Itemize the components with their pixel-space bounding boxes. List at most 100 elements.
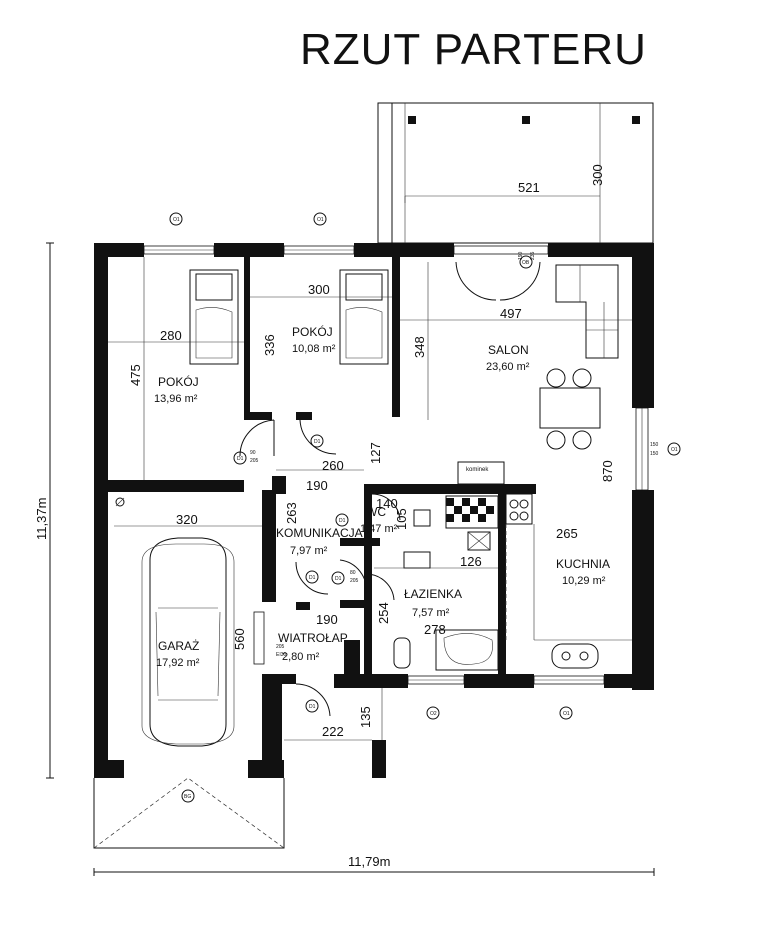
tag-d1-label: D1 xyxy=(309,704,316,710)
tag-d1-icon xyxy=(335,513,349,527)
plan-title: RZUT PARTERU xyxy=(300,25,647,74)
tag-o1-label: O1 xyxy=(317,217,324,223)
walls xyxy=(94,243,654,778)
tag-o1-icon xyxy=(559,706,573,720)
tag-d1-icon xyxy=(233,451,247,465)
room-name-kuchnia: KUCHNIA xyxy=(556,557,610,571)
tag-d1-label: D1 xyxy=(237,456,244,462)
dim-348: 348 xyxy=(412,336,427,358)
terrace-column xyxy=(408,116,416,124)
room-area-kuchnia: 10,29 m² xyxy=(562,575,606,587)
sofa xyxy=(555,264,619,359)
room-name-komunikacja: KOMUNIKACJA xyxy=(276,526,363,540)
room-area-pokoj2: 10,08 m² xyxy=(292,343,336,355)
tag-door-height: 205 xyxy=(276,644,285,650)
tag-o1-icon xyxy=(169,212,183,226)
bathroom-sink xyxy=(403,551,431,569)
dim-terrace-depth: 300 xyxy=(590,164,605,186)
room-area-komunikacja: 7,97 m² xyxy=(290,545,328,557)
tag-o1-label: O1 xyxy=(563,711,570,717)
room-area-garaz: 17,92 m² xyxy=(156,657,200,669)
dim-260: 260 xyxy=(322,458,344,473)
dim-263: 263 xyxy=(284,502,299,524)
terrace: 521 300 xyxy=(377,102,654,244)
room-area-wiatrolap: 2,80 m² xyxy=(282,651,320,663)
dim-190b: 190 xyxy=(316,612,338,627)
tag-ob-label: OB xyxy=(522,260,530,266)
terrace-column xyxy=(632,116,640,124)
terrace-column xyxy=(522,116,530,124)
dim-265: 265 xyxy=(556,526,578,541)
dim-126: 126 xyxy=(460,554,482,569)
tag-d1-icon xyxy=(305,699,319,713)
room-name-wiatrolap: WIATROŁAP xyxy=(278,631,348,645)
room-name-salon: SALON xyxy=(488,343,529,357)
dim-475: 475 xyxy=(128,364,143,386)
window-wiatrolap xyxy=(253,611,265,665)
dim-127: 127 xyxy=(368,442,383,464)
tag-window-height: 150 xyxy=(650,451,659,457)
fireplace-label: kominek xyxy=(466,467,489,473)
kitchen-sink xyxy=(551,643,599,669)
tag-d1-icon xyxy=(305,570,319,584)
tag-d1-label: D1 xyxy=(335,576,342,582)
tag-d1-label: D1 xyxy=(339,518,346,524)
bed-pokoj2 xyxy=(339,269,389,365)
dim-135: 135 xyxy=(358,706,373,728)
tag-o1-icon xyxy=(667,442,681,456)
dim-278: 278 xyxy=(424,622,446,637)
room-labels: POKÓJ 13,96 m² POKÓJ 10,08 m² SALON 23,6… xyxy=(154,324,610,669)
dim-terrace-width: 521 xyxy=(518,180,540,195)
room-area-wc: 1,47 m² xyxy=(360,523,398,535)
room-area-salon: 23,60 m² xyxy=(486,361,530,373)
tag-door-height: 205 xyxy=(350,578,359,584)
dim-320: 320 xyxy=(176,512,198,527)
tag-d1-icon xyxy=(331,571,345,585)
tag-door-width: 90 xyxy=(250,450,256,456)
bathtub xyxy=(435,629,499,671)
room-name-lazienka: ŁAZIENKA xyxy=(404,587,462,601)
room-area-lazienka: 7,57 m² xyxy=(412,607,450,619)
tag-bg-label: BG xyxy=(184,794,191,800)
windows xyxy=(143,245,649,685)
tag-bg-icon xyxy=(181,789,195,803)
tag-d1-icon xyxy=(310,434,324,448)
tag-door-height: 205 xyxy=(250,458,259,464)
shower xyxy=(467,531,491,551)
tag-window-width: 150 xyxy=(650,442,659,448)
car-icon xyxy=(141,537,235,747)
dim-190a: 190 xyxy=(306,478,328,493)
furniture xyxy=(93,264,632,849)
room-name-garaz: GARAŻ xyxy=(158,639,199,653)
dim-222: 222 xyxy=(322,724,344,739)
room-area-pokoj1: 13,96 m² xyxy=(154,393,198,405)
room-name-wc: WC xyxy=(366,505,386,519)
element-tags: O1 O1 OB 190 235 O1 150 150 O2 O1 D1 D1 … xyxy=(115,212,681,803)
tag-o2-icon xyxy=(426,706,440,720)
dim-497: 497 xyxy=(500,306,522,321)
tag-o1-label: O1 xyxy=(671,447,678,453)
dim-560: 560 xyxy=(232,628,247,650)
fireplace xyxy=(457,461,505,485)
tag-d1-label: D1 xyxy=(309,575,316,581)
doors xyxy=(239,261,541,717)
dim-870: 870 xyxy=(600,460,615,482)
wc-toilet xyxy=(413,509,431,527)
tag-door-width: 80 xyxy=(350,570,356,576)
bed-pokoj1 xyxy=(189,269,239,365)
tag-ob-width: 190 xyxy=(518,251,524,260)
dim-105: 105 xyxy=(394,508,409,530)
dim-280: 280 xyxy=(160,328,182,343)
dim-overall-width: 11,79m xyxy=(348,854,390,869)
tag-d1-label: D1 xyxy=(314,439,321,445)
dim-254: 254 xyxy=(376,602,391,624)
dimensions: 11,37m 11,79m 280 475 300 336 348 497 87… xyxy=(34,242,655,876)
dim-300: 300 xyxy=(308,282,330,297)
tag-ob-icon xyxy=(519,255,533,269)
room-name-pokoj1: POKÓJ xyxy=(158,374,199,389)
terrace-door xyxy=(453,245,549,255)
tag-o2-label: O2 xyxy=(430,711,437,717)
dim-336: 336 xyxy=(262,334,277,356)
dining-table xyxy=(539,387,601,429)
